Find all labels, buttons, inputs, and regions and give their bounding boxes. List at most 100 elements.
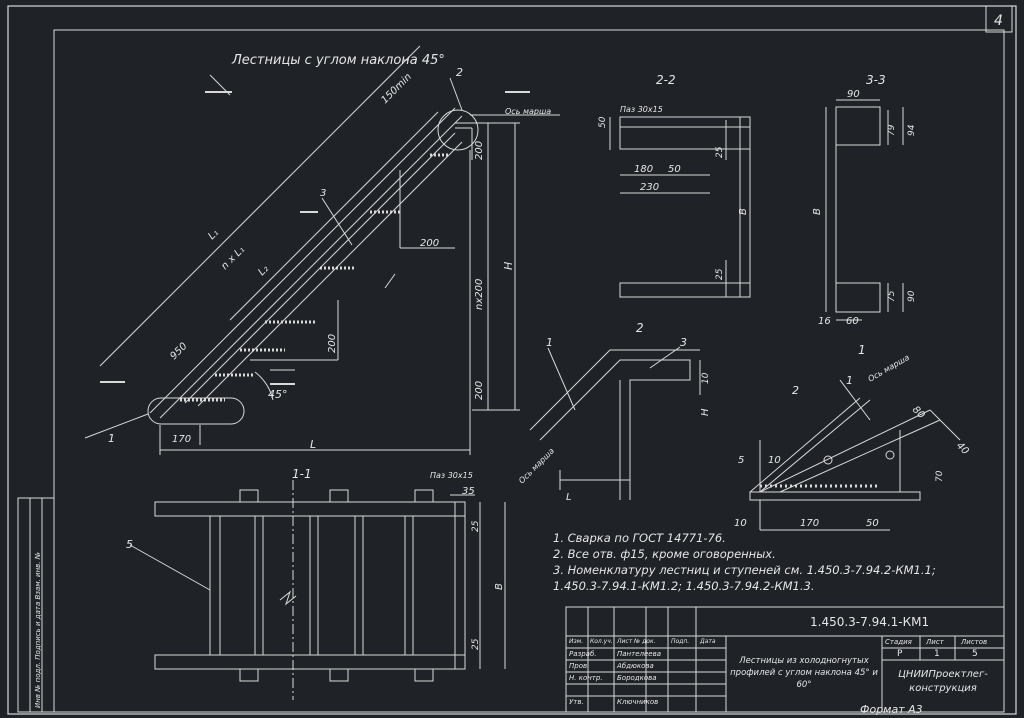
dim-L1: L₁ [206,228,221,243]
callout-2-node1: 2 [792,384,799,397]
callout-3-node2: 3 [680,336,687,349]
view-3-3-title: 3-3 [866,73,886,87]
dim-L-main: L [310,438,316,451]
groove-label-22: Паз 30х15 [620,105,663,114]
dim-22-25: 25 [715,146,725,158]
tb-description: Лестницы из холодногнутых профилей с угл… [730,656,878,690]
axis-label-main: Ось марша [505,107,551,116]
tb-header-kol: Кол.уч. [590,638,613,645]
tb-header-list: Лист [617,638,633,645]
dim-200-mid: 200 [420,238,439,249]
dim-node2-L: L [566,492,572,503]
dim-22-50: 50 [598,116,608,128]
notes: 1. Сварка по ГОСТ 14771-76. 2. Все отв. … [553,530,973,594]
title-block-lines [565,606,1005,713]
dim-node1-10: 10 [768,455,781,466]
dim-33-B: B [812,208,823,215]
plan-1-1 [129,480,506,700]
dim-33-60: 60 [846,316,859,327]
dim-33-79: 79 [887,124,897,136]
dim-node1-70: 70 [935,470,945,482]
axis-label-node1: Ось марша [867,353,912,384]
side-stamp-box [17,497,55,713]
page-number: 4 [994,13,1003,29]
tb-name-1: Пантелеева [617,650,662,658]
tb-sheets-h: Листов [961,638,988,646]
tb-stage: Р [897,649,903,659]
axis-label-node2: Ось марша [517,446,556,485]
tb-org: ЦНИИПроектлег-конструкция [898,669,988,694]
dim-22-180: 180 [634,164,653,175]
callout-1-node2: 1 [546,336,553,349]
groove-label-11: Паз 30х15 [430,471,473,480]
tb-sheets: 5 [972,649,978,659]
format-label: Формат А3 [860,703,923,716]
tb-header-doc: № док. [634,638,656,645]
side-stamp-text: Инв № подл. Подпись и дата Взам. инв. № [34,552,42,708]
tb-role-3: Н. контр. [569,674,603,682]
dim-nx200: nx200 [474,279,485,310]
note-3: 3. Номенклатуру лестниц и ступеней см. 1… [553,563,936,577]
dim-33-16: 16 [818,316,831,327]
dim-33-75: 75 [887,290,897,302]
dim-150min: 150min [379,72,414,107]
dim-200-low: 200 [327,334,338,353]
dim-node1-5: 5 [738,455,744,466]
callout-1-main: 1 [108,432,115,445]
inner-frame [53,29,1005,713]
callout-5-plan: 5 [126,538,133,551]
dim-22-230: 230 [640,182,659,193]
tb-name-3: Бородкова [617,674,657,682]
tb-header-date: Дата [700,638,716,645]
dim-plan-25: 25 [471,520,481,532]
callout-3-main: 3 [320,188,326,199]
tb-role-2: Пров. [569,662,590,670]
stair-main-view [84,45,560,455]
node-2-title: 2 [636,321,644,335]
dim-node1-50: 50 [866,518,879,529]
dim-node2-H: H [700,408,711,416]
callout-1-node1: 1 [846,374,853,387]
doc-code: 1.450.3-7.94.1-КМ1 [810,615,930,629]
dim-node1-170: 170 [800,518,819,529]
tb-role-1: Разраб. [569,650,597,658]
section-2-2 [609,116,751,298]
section-3-3 [825,99,904,321]
view-2-2-title: 2-2 [656,73,676,87]
note-2: 2. Все отв. ф15, кроме оговоренных. [553,547,776,561]
dim-22-B: B [738,208,749,215]
tb-sheet: 1 [934,649,940,659]
dim-node1-40: 40 [954,440,971,457]
dim-200-bot: 200 [474,381,485,400]
dim-45deg: 45° [268,388,288,401]
dim-plan-35: 35 [462,486,475,497]
page-number-box [985,5,1013,33]
node-2 [529,346,701,500]
tb-sheet-h: Лист [926,638,944,646]
tb-role-4: Утв. [569,698,584,706]
dim-170-main: 170 [172,434,191,445]
note-4: 1.450.3-7.94.1-КМ1.2; 1.450.3-7.94.2-КМ1… [553,579,815,593]
dim-33-90: 90 [847,89,860,100]
view-1-1-title: 1-1 [292,467,312,481]
tb-name-4: Ключников [617,698,659,706]
tb-name-2: Абдюкова [617,662,654,670]
tb-stage-h: Стадия [885,638,912,646]
dim-33-90b: 90 [907,290,917,302]
note-1: 1. Сварка по ГОСТ 14771-76. [553,531,726,545]
node-1 [749,379,961,531]
dim-node1-10b: 10 [734,518,747,529]
tb-header-izm: Изм. [569,638,584,645]
dim-22-50b: 50 [668,164,681,175]
dim-200-top: 200 [474,141,485,160]
dim-nxL1: n x L₁ [219,244,247,272]
callout-2-main: 2 [456,66,463,79]
dim-950: 950 [168,341,189,362]
dim-33-94: 94 [907,124,917,136]
dim-plan-B: B [494,583,505,590]
dim-node2-10: 10 [701,372,711,384]
dim-22-25b: 25 [715,268,725,280]
node-1-title: 1 [858,343,866,357]
dim-plan-25b: 25 [471,638,481,650]
